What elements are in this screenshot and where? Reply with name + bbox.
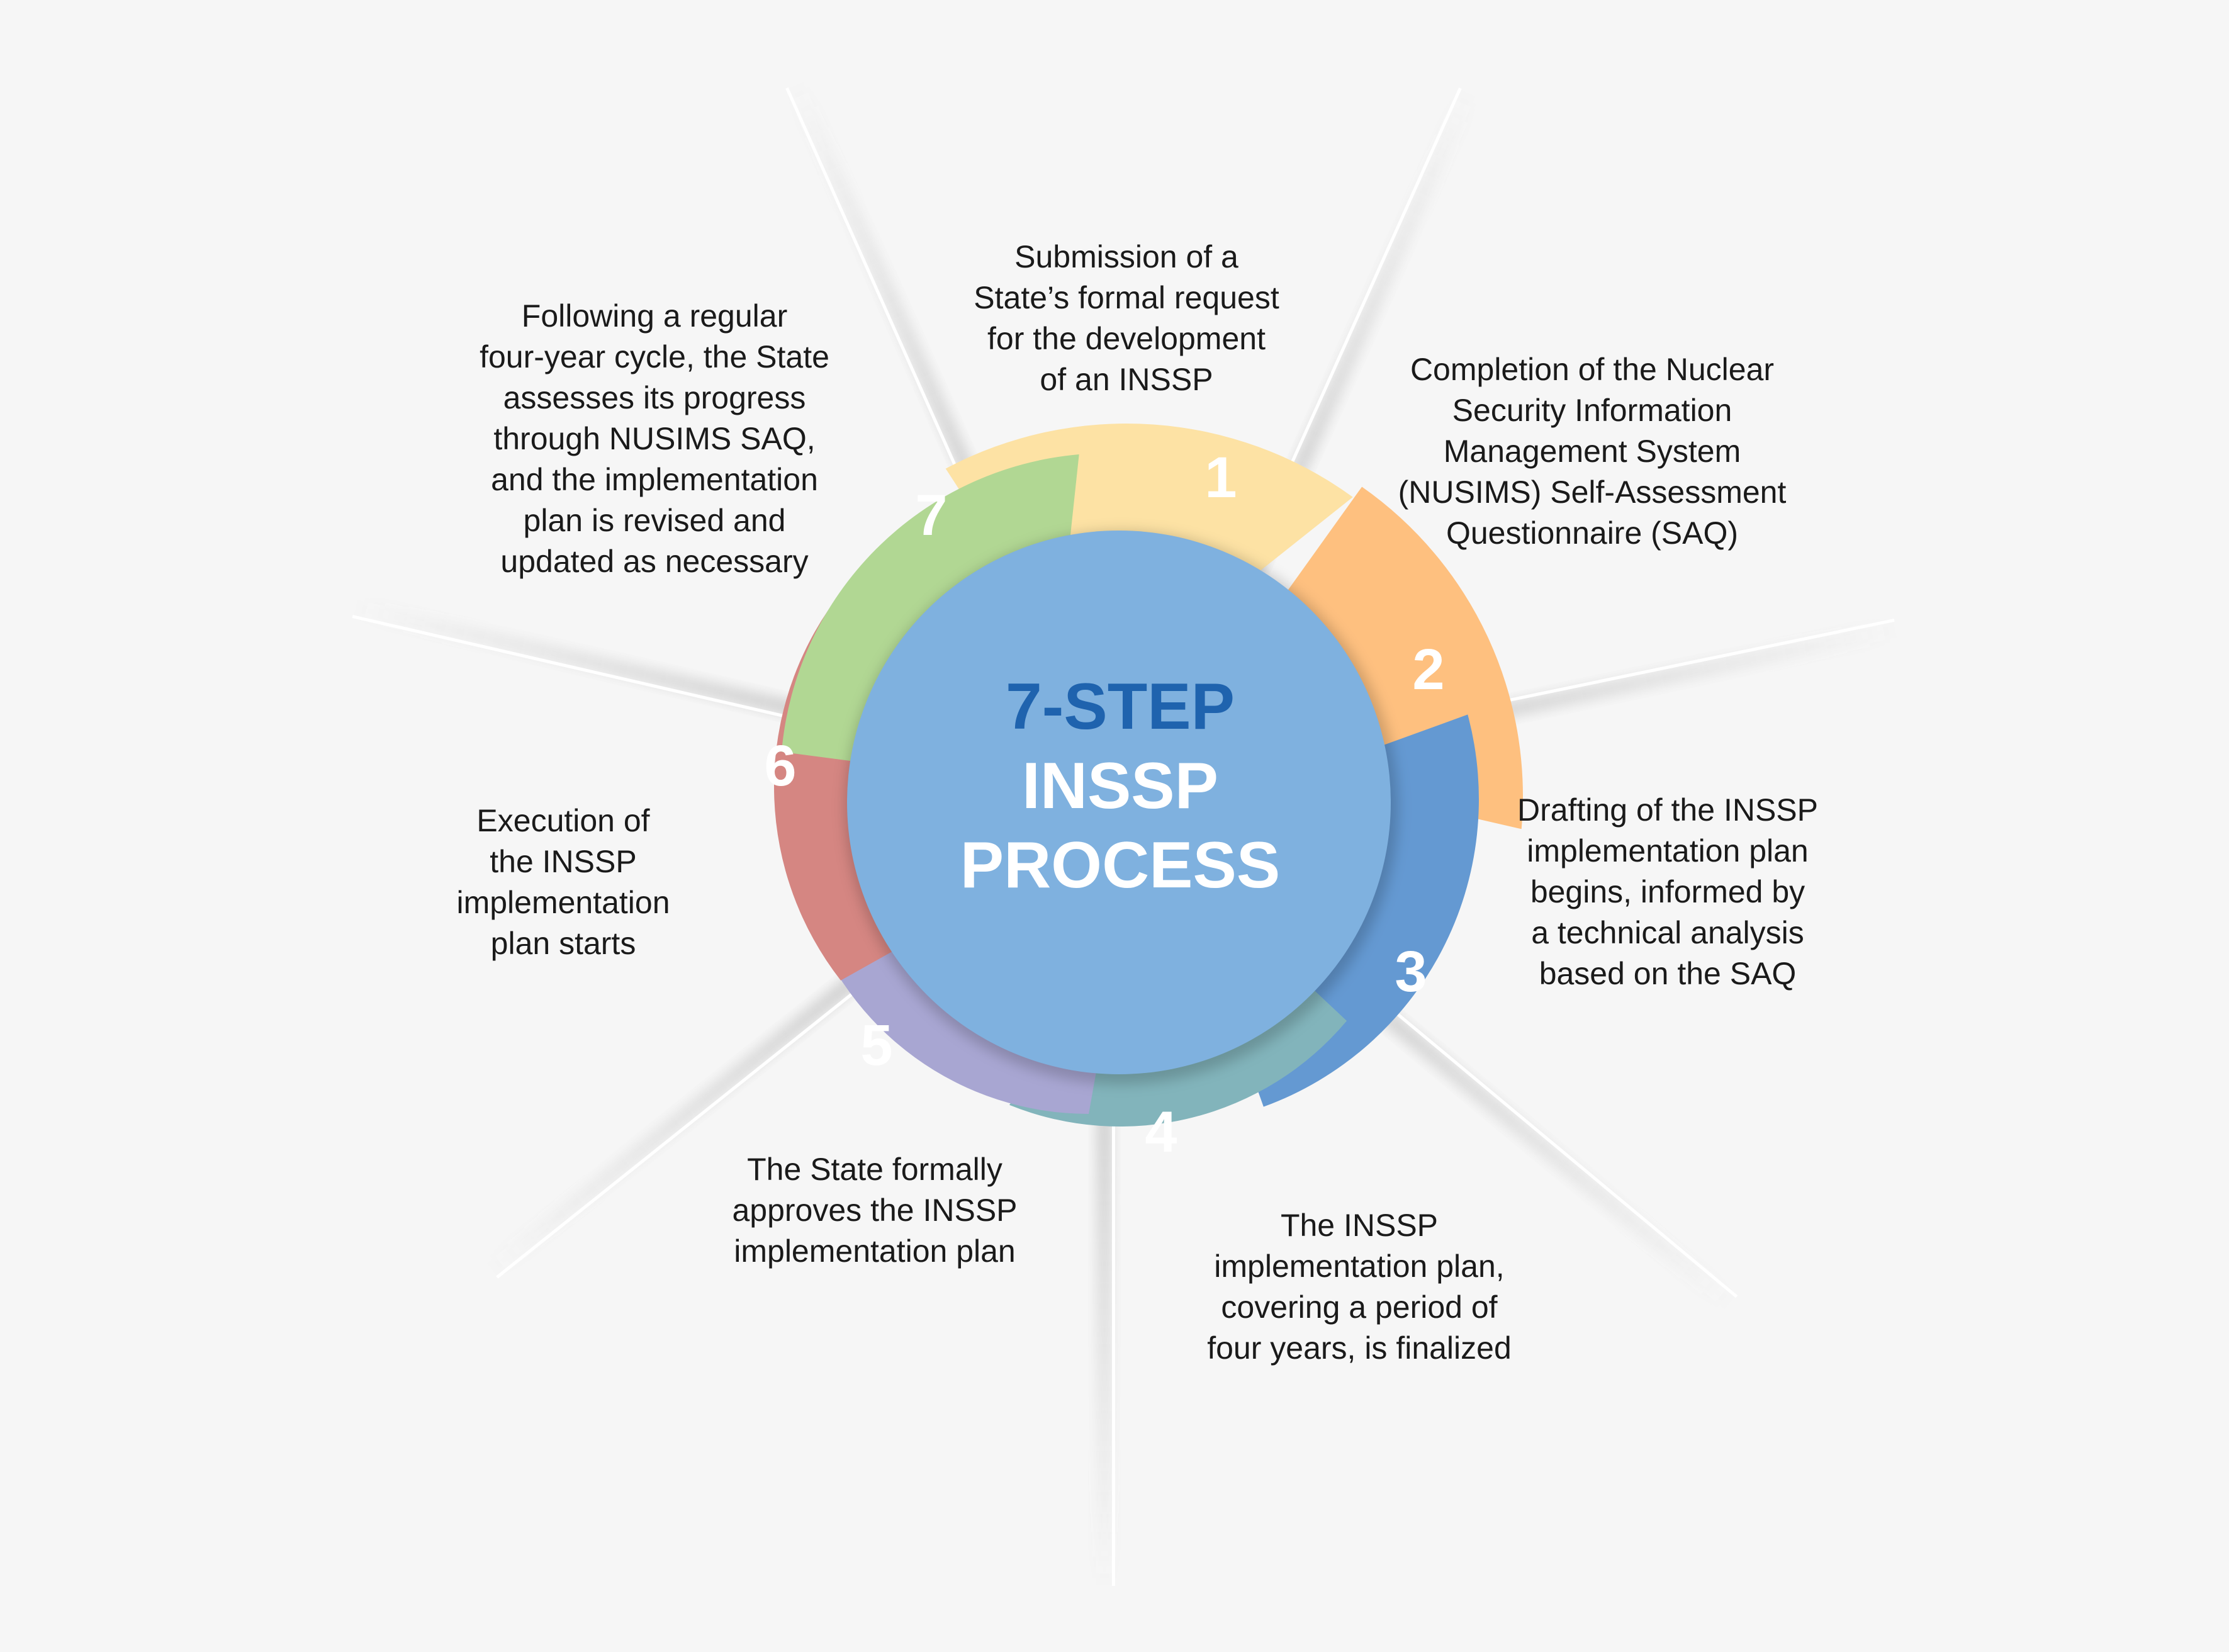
- center-title-line2: INSSP: [1021, 750, 1219, 823]
- step-5-number: 5: [860, 1013, 892, 1077]
- center-title-line3: PROCESS: [960, 829, 1281, 902]
- step-6-description: Execution of the INSSP implementation pl…: [456, 803, 670, 961]
- step-5-description: The State formally approves the INSSP im…: [732, 1152, 1018, 1269]
- numbers-layer: 1 2 3 4 5 6 7: [764, 446, 1444, 1164]
- step-1-description: Submission of a State’s formal request f…: [974, 239, 1279, 397]
- step-2-description: Completion of the Nuclear Security Infor…: [1398, 352, 1787, 551]
- center-title: 7-STEP INSSP PROCESS: [850, 667, 1391, 905]
- step-4-number: 4: [1145, 1100, 1177, 1164]
- step-2-number: 2: [1412, 638, 1444, 702]
- center-hub: [847, 531, 1391, 1074]
- step-7-number: 7: [915, 483, 947, 548]
- step-4-description: The INSSP implementation plan, covering …: [1207, 1208, 1512, 1366]
- center-title-line1: 7-STEP: [1005, 670, 1235, 743]
- step-3-description: Drafting of the INSSP implementation pla…: [1517, 792, 1818, 991]
- step-3-number: 3: [1395, 940, 1427, 1004]
- step-7-description: Following a regular four-year cycle, the…: [480, 298, 829, 579]
- step-1-number: 1: [1204, 446, 1237, 510]
- step-6-number: 6: [764, 734, 796, 798]
